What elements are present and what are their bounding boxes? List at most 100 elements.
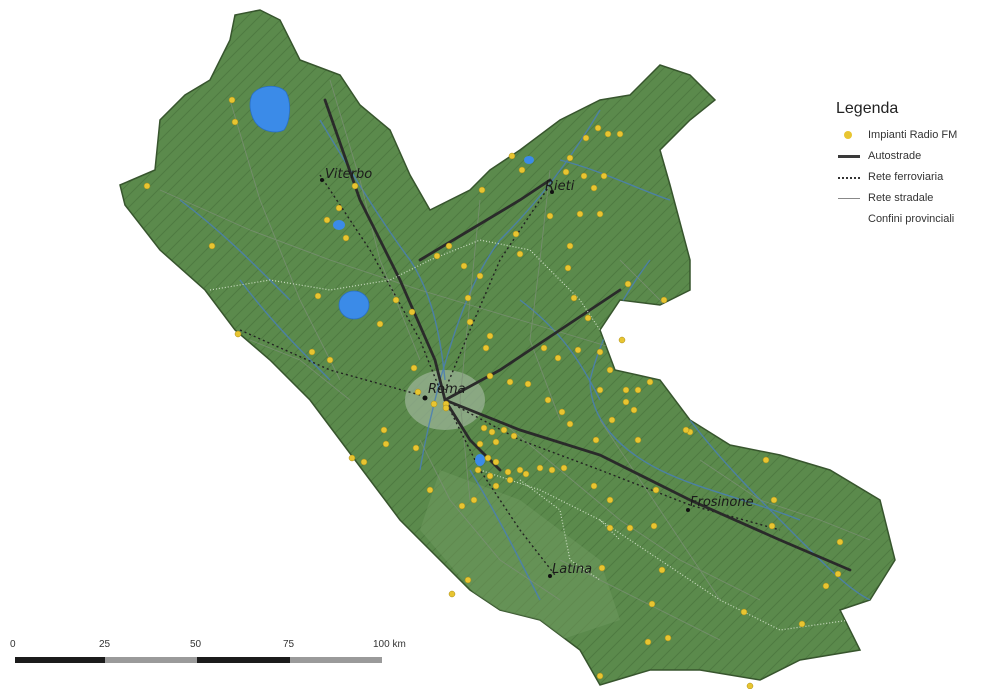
fm-station-dot <box>492 438 500 446</box>
fm-station-dot <box>482 344 490 352</box>
legend-symbol-dot-icon <box>836 128 864 142</box>
fm-station-dot <box>834 570 842 578</box>
fm-station-dot <box>208 242 216 250</box>
fm-station-dot <box>458 502 466 510</box>
highway-network <box>323 98 852 572</box>
fm-station-dot <box>548 466 556 474</box>
fm-station-dot <box>660 296 668 304</box>
fm-station-dot <box>476 272 484 280</box>
fm-station-dot <box>234 330 242 338</box>
legend-label: Rete ferroviaria <box>868 170 944 183</box>
fm-station-dot <box>474 466 482 474</box>
city-label-latina: Latina <box>552 562 592 577</box>
fm-station-dot <box>544 396 552 404</box>
railway-network <box>239 174 781 576</box>
fm-station-dot <box>382 440 390 448</box>
legend-item-fm: Impianti Radio FM <box>836 124 996 145</box>
legend-label: Confini provinciali <box>868 212 955 225</box>
map-legend: Legenda Impianti Radio FM Autostrade Ret… <box>836 100 996 229</box>
lake-bracciano <box>338 290 370 320</box>
fm-station-dot <box>566 420 574 428</box>
fm-station-dot <box>746 682 754 689</box>
scale-tick-0: 0 <box>10 639 16 650</box>
lazio-region <box>119 9 896 686</box>
fm-station-dot <box>822 582 830 590</box>
fm-station-dot <box>536 464 544 472</box>
scale-tick-25: 25 <box>99 639 111 650</box>
fm-station-dot <box>600 172 608 180</box>
fm-station-dot <box>445 242 453 250</box>
scale-tick-50: 50 <box>190 639 202 650</box>
fm-station-dot <box>433 252 441 260</box>
fm-station-dot <box>560 464 568 472</box>
legend-label: Impianti Radio FM <box>868 128 958 141</box>
city-dot-roma <box>422 395 428 401</box>
fm-station-dot <box>592 436 600 444</box>
fm-station-dot <box>518 166 526 174</box>
fm-station-dot <box>574 346 582 354</box>
fm-station-dot <box>630 406 638 414</box>
fm-station-dot <box>606 496 614 504</box>
fm-station-dot <box>618 336 626 344</box>
fm-station-dot <box>658 566 666 574</box>
lake-vico <box>333 220 345 230</box>
fm-station-dot <box>500 426 508 434</box>
fm-station-dot <box>506 476 514 484</box>
fm-station-dot <box>323 216 331 224</box>
fm-station-dot <box>566 242 574 250</box>
fm-station-dot <box>486 372 494 380</box>
fm-station-dot <box>460 262 468 270</box>
fm-station-dot <box>410 364 418 372</box>
fm-station-dot <box>516 466 524 474</box>
fm-station-dot <box>508 152 516 160</box>
lake-albano <box>475 454 485 466</box>
fm-station-dot <box>484 454 492 462</box>
city-label-frosinone: Frosinone <box>690 495 754 510</box>
lake-turano <box>524 156 534 164</box>
city-dot-viterbo <box>320 178 324 182</box>
fm-station-dot <box>480 424 488 432</box>
fm-station-dot <box>448 590 456 598</box>
legend-item-road: Rete stradale <box>836 187 996 208</box>
city-label-rieti: Rieti <box>545 179 575 194</box>
fm-station-dot <box>762 456 770 464</box>
fm-station-dot <box>594 124 602 132</box>
fm-station-dot <box>426 486 434 494</box>
fm-station-dot <box>314 292 322 300</box>
fm-station-dot <box>622 386 630 394</box>
fm-station-dot <box>412 444 420 452</box>
fm-station-dot <box>414 388 422 396</box>
city-dot-rieti <box>550 190 554 194</box>
city-dot-latina <box>548 574 552 578</box>
legend-item-highway: Autostrade <box>836 145 996 166</box>
legend-symbol-thin-line-icon <box>836 191 864 205</box>
legend-item-boundary: Confini provinciali <box>836 208 996 229</box>
fm-station-dot <box>590 482 598 490</box>
legend-symbol-thick-line-icon <box>836 149 864 163</box>
fm-station-dot <box>596 210 604 218</box>
fm-station-dot <box>646 378 654 386</box>
fm-station-dot <box>326 356 334 364</box>
fm-station-dot <box>504 468 512 476</box>
fm-station-dot <box>476 440 484 448</box>
fm-station-dot <box>430 400 438 408</box>
fm-station-dot <box>546 212 554 220</box>
fm-station-dot <box>540 344 548 352</box>
fm-station-dot <box>634 436 642 444</box>
fm-station-dot <box>506 378 514 386</box>
fm-station-dot <box>576 210 584 218</box>
fm-station-dot <box>516 250 524 258</box>
fm-station-dot <box>604 130 612 138</box>
fm-station-dot <box>512 230 520 238</box>
fm-station-dot <box>342 234 350 242</box>
lake-bolsena <box>249 85 290 133</box>
fm-station-dot <box>606 366 614 374</box>
fm-station-dot <box>634 386 642 394</box>
fm-station-dot <box>770 496 778 504</box>
fm-station-dot <box>486 472 494 480</box>
fm-station-dot <box>570 294 578 302</box>
fm-station-dot <box>360 458 368 466</box>
fm-station-dot <box>492 482 500 490</box>
fm-station-dot <box>464 294 472 302</box>
